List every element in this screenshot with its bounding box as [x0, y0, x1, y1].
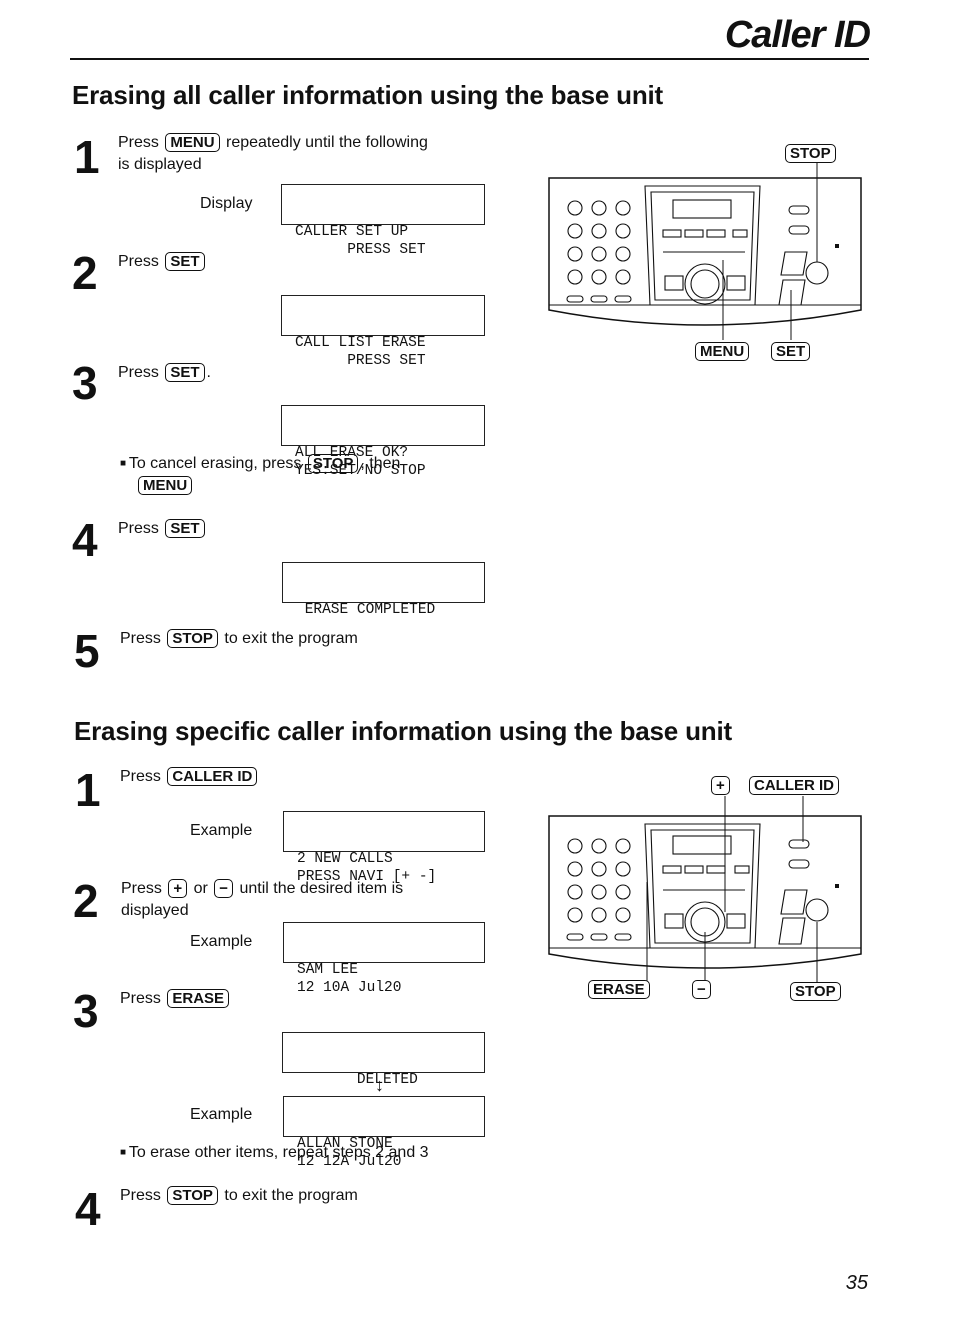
- base-unit-diagram-2: + CALLER ID ERASE − STOP: [545, 772, 865, 1012]
- set-key: SET: [165, 363, 205, 382]
- s1-step2-text: Press SET: [118, 251, 207, 273]
- page-number: 35: [845, 1272, 868, 1294]
- lcd-display: CALLER SET UP PRESS SET: [281, 184, 485, 258]
- set-key: SET: [165, 252, 205, 271]
- minus-key-label: −: [692, 980, 711, 999]
- s2-step2-text: Press + or − until the desired item is d…: [121, 879, 404, 919]
- menu-key: MENU: [165, 133, 220, 152]
- plus-key-label: +: [711, 776, 730, 795]
- plus-key: +: [168, 879, 188, 898]
- minus-key: −: [214, 879, 234, 898]
- s1-step4-number: 4: [72, 514, 98, 566]
- down-arrow-icon: ↓: [375, 1075, 384, 1095]
- s2-step1-number: 1: [75, 764, 101, 816]
- s1-step5-number: 5: [74, 625, 100, 677]
- display-label: Display: [200, 195, 253, 212]
- example-label: Example: [190, 822, 253, 839]
- menu-key: MENU: [138, 476, 193, 495]
- base-unit-illustration: [548, 160, 862, 340]
- s2-step4-text: Press STOP to exit the program: [120, 1186, 358, 1205]
- page-header-title: Caller ID: [724, 14, 871, 56]
- s2-step3-number: 3: [73, 985, 99, 1037]
- s2-step3-text: Press ERASE: [120, 988, 231, 1010]
- caller-id-key: CALLER ID: [167, 767, 258, 786]
- lcd-display: CALL LIST ERASE PRESS SET: [281, 295, 485, 369]
- section1-title: Erasing all caller information using the…: [72, 80, 664, 110]
- erase-key-label: ERASE: [588, 980, 650, 999]
- lcd-display: ALL ERASE OK?YES:SET/NO STOP: [281, 405, 485, 479]
- s2-step2-number: 2: [73, 875, 99, 927]
- stop-key-label: STOP: [790, 982, 841, 1001]
- s1-step3-number: 3: [72, 357, 98, 409]
- example-label: Example: [190, 1106, 253, 1123]
- erase-key: ERASE: [167, 989, 230, 1008]
- set-key: SET: [165, 519, 205, 538]
- s1-step4-text: Press SET: [118, 518, 207, 540]
- repeat-note: To erase other items, repeat steps 2 and…: [120, 1142, 429, 1164]
- lcd-display: ERASE COMPLETED: [282, 562, 485, 618]
- set-key-label: SET: [771, 342, 811, 361]
- base-unit-illustration: [548, 796, 862, 984]
- example-label: Example: [190, 933, 253, 950]
- cancel-note: To cancel erasing, press STOP, then MENU: [120, 453, 400, 497]
- s2-step1-text: Press CALLER ID: [120, 766, 259, 788]
- stop-key: STOP: [167, 629, 218, 648]
- s2-step4-number: 4: [75, 1183, 101, 1235]
- lcd-display: DELETED: [282, 1032, 485, 1088]
- s1-step5-text: Press STOP to exit the program: [120, 629, 358, 648]
- menu-key-label: MENU: [695, 342, 750, 361]
- s1-step1-number: 1: [74, 131, 100, 183]
- section2-title: Erasing specific caller information usin…: [74, 716, 732, 746]
- stop-key: STOP: [307, 454, 359, 473]
- s1-step2-number: 2: [72, 247, 98, 299]
- s1-step1-text: Press MENU repeatedly until the followin…: [118, 133, 428, 173]
- base-unit-diagram-1: STOP MENU SET: [545, 140, 865, 370]
- stop-key-label: STOP: [785, 144, 836, 163]
- caller-id-key-label: CALLER ID: [749, 776, 839, 795]
- s1-step3-text: Press SET.: [118, 363, 211, 382]
- header-rule: [70, 58, 869, 60]
- stop-key: STOP: [167, 1186, 218, 1205]
